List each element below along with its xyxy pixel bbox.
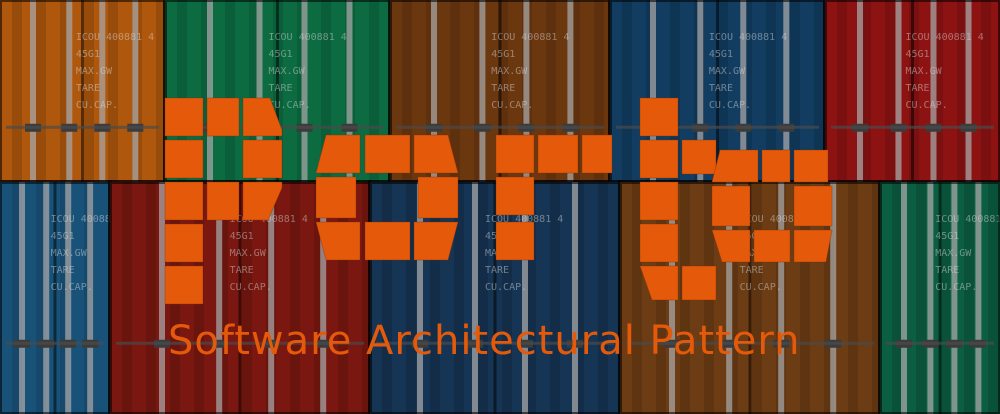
wordmark-tile — [164, 265, 204, 305]
wordmark-tile — [639, 181, 679, 221]
svg-text:ICOU 400881 4: ICOU 400881 4 — [51, 214, 129, 225]
svg-text:45G1: 45G1 — [51, 231, 75, 242]
svg-text:CU.CAP.: CU.CAP. — [485, 282, 527, 293]
tagline: Software Architectural Pattern — [168, 318, 801, 364]
wordmark-corner-tile — [711, 229, 751, 263]
svg-text:MAX.GW: MAX.GW — [709, 66, 746, 77]
svg-text:ICOU 400881 4: ICOU 400881 4 — [269, 32, 347, 43]
svg-text:MAX.GW: MAX.GW — [51, 248, 88, 259]
wordmark-tile — [761, 149, 791, 183]
wordmark-tile — [495, 176, 535, 216]
wordmark-tile — [639, 223, 679, 263]
svg-text:TARE: TARE — [76, 83, 100, 94]
svg-text:45G1: 45G1 — [269, 49, 293, 60]
svg-text:MAX.GW: MAX.GW — [935, 248, 972, 259]
svg-text:TARE: TARE — [906, 83, 930, 94]
svg-text:45G1: 45G1 — [230, 231, 254, 242]
svg-text:MAX.GW: MAX.GW — [230, 248, 267, 259]
svg-text:ICOU 400881 4: ICOU 400881 4 — [491, 32, 569, 43]
svg-text:MAX.GW: MAX.GW — [491, 66, 528, 77]
svg-text:CU.CAP.: CU.CAP. — [709, 100, 751, 111]
svg-text:TARE: TARE — [709, 83, 733, 94]
svg-text:ICOU 400881 4: ICOU 400881 4 — [709, 32, 787, 43]
wordmark-tile — [793, 185, 833, 227]
wordmark-tile — [681, 265, 717, 301]
wordmark-tile — [242, 139, 283, 179]
svg-text:45G1: 45G1 — [906, 49, 930, 60]
svg-text:CU.CAP.: CU.CAP. — [269, 100, 311, 111]
wordmark-corner-tile — [639, 265, 679, 301]
svg-text:ICOU 400881 4: ICOU 400881 4 — [76, 32, 154, 43]
wordmark-corner-tile — [242, 97, 283, 137]
wordmark-corner-tile — [413, 221, 459, 261]
wordmark-tile — [164, 139, 204, 179]
svg-text:45G1: 45G1 — [491, 49, 515, 60]
wordmark-tile — [639, 97, 679, 137]
svg-text:ICOU 400881 4: ICOU 400881 4 — [230, 214, 308, 225]
svg-text:CU.CAP.: CU.CAP. — [906, 100, 948, 111]
svg-text:ICOU 400881 4: ICOU 400881 4 — [935, 214, 1000, 225]
svg-text:ICOU 400881 4: ICOU 400881 4 — [485, 214, 563, 225]
svg-text:TARE: TARE — [51, 265, 75, 276]
svg-text:TARE: TARE — [740, 265, 764, 276]
wordmark-tile — [537, 134, 579, 174]
svg-text:TARE: TARE — [935, 265, 959, 276]
svg-text:TARE: TARE — [230, 265, 254, 276]
svg-text:ICOU 400881 4: ICOU 400881 4 — [740, 214, 818, 225]
svg-text:45G1: 45G1 — [935, 231, 959, 242]
svg-text:TARE: TARE — [269, 83, 293, 94]
svg-text:MAX.GW: MAX.GW — [76, 66, 113, 77]
wordmark-tile — [364, 134, 411, 174]
svg-text:TARE: TARE — [491, 83, 515, 94]
wordmark-tile — [164, 181, 204, 221]
svg-text:CU.CAP.: CU.CAP. — [935, 282, 977, 293]
wordmark-corner-tile — [413, 134, 459, 174]
svg-text:45G1: 45G1 — [740, 231, 764, 242]
wordmark-tile — [206, 97, 240, 137]
wordmark-corner-tile — [242, 181, 283, 221]
wordmark-corner-tile — [793, 149, 829, 183]
wordmark-tile — [639, 139, 679, 179]
svg-text:CU.CAP.: CU.CAP. — [51, 282, 93, 293]
wordmark-tile — [206, 181, 240, 221]
svg-text:45G1: 45G1 — [76, 49, 100, 60]
wordmark-corner-tile — [581, 134, 613, 174]
svg-text:CU.CAP.: CU.CAP. — [76, 100, 118, 111]
svg-text:CU.CAP.: CU.CAP. — [230, 282, 272, 293]
wordmark-tile — [315, 176, 357, 219]
svg-text:MAX.GW: MAX.GW — [269, 66, 306, 77]
wordmark-tile — [417, 176, 459, 219]
wordmark-tile — [495, 134, 535, 174]
wordmark-corner-tile — [711, 149, 759, 183]
wordmark-tile — [495, 221, 535, 261]
wordmark-corner-tile — [315, 221, 361, 261]
wordmark-corner-tile — [793, 229, 833, 263]
wordmark-tile — [164, 223, 204, 263]
wordmark-tile — [681, 139, 717, 175]
wordmark-tile — [364, 221, 411, 261]
svg-text:TARE: TARE — [485, 265, 509, 276]
svg-text:45G1: 45G1 — [709, 49, 733, 60]
wordmark-tile — [753, 229, 791, 263]
svg-text:CU.CAP.: CU.CAP. — [491, 100, 533, 111]
svg-text:CU.CAP.: CU.CAP. — [740, 282, 782, 293]
svg-text:MAX.GW: MAX.GW — [906, 66, 943, 77]
wordmark-corner-tile — [315, 134, 361, 174]
wordmark-tile — [711, 185, 751, 227]
wordmark-tile — [164, 97, 204, 137]
svg-text:ICOU 400881 4: ICOU 400881 4 — [906, 32, 984, 43]
